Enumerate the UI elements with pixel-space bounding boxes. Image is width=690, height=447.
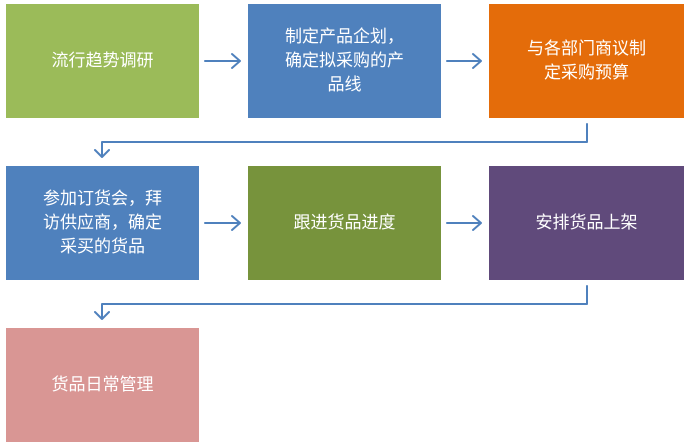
step-label: 货品日常管理: [51, 375, 154, 395]
elbow-connector: [94, 123, 588, 158]
step-shelving: 安排货品上架: [489, 166, 684, 280]
elbow-connector: [94, 285, 588, 320]
arrow-right: [446, 215, 482, 231]
arrow-right: [204, 215, 241, 231]
step-label: 流行趋势调研: [51, 51, 154, 71]
step-product-planning: 制定产品企划， 确定拟采购的产 品线: [248, 4, 441, 118]
step-progress-tracking: 跟进货品进度: [248, 166, 441, 280]
step-label: 与各部门商议制 定采购预算: [527, 39, 646, 83]
step-supplier-selection: 参加订货会，拜 访供应商，确定 采买的货品: [6, 166, 199, 280]
arrow-right: [204, 53, 241, 69]
step-trend-research: 流行趋势调研: [6, 4, 199, 118]
arrow-right: [446, 53, 482, 69]
step-budget-planning: 与各部门商议制 定采购预算: [489, 4, 684, 118]
step-label: 制定产品企划， 确定拟采购的产 品线: [285, 27, 404, 95]
step-label: 跟进货品进度: [293, 213, 396, 233]
step-label: 参加订货会，拜 访供应商，确定 采买的货品: [43, 189, 162, 257]
step-label: 安排货品上架: [535, 213, 638, 233]
step-daily-management: 货品日常管理: [6, 328, 199, 442]
